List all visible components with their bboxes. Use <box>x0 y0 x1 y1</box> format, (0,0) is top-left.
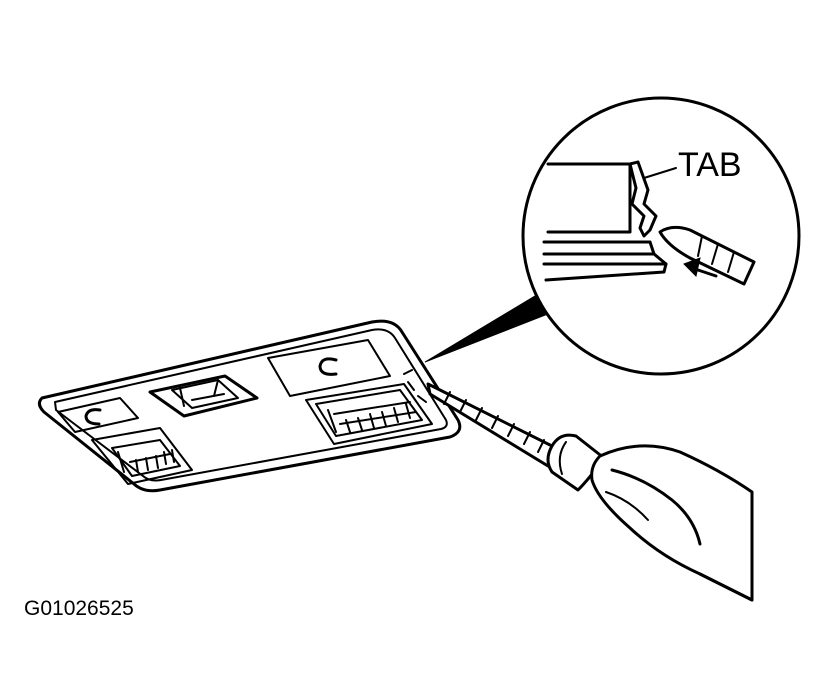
screwdriver-handle <box>590 444 754 602</box>
detail-tab-clip <box>628 160 658 238</box>
detail-panel-edge <box>542 162 668 282</box>
right-switch-block <box>305 383 433 445</box>
detail-screwdriver-tip <box>658 225 756 286</box>
magnifier-detail: TAB <box>521 96 801 376</box>
panel-tab-marks <box>403 369 427 403</box>
left-lamp-lens <box>57 397 139 433</box>
screwdriver <box>426 382 754 602</box>
left-switch-block <box>91 427 193 485</box>
tab-leader-line <box>643 167 677 179</box>
magnifier-leader-wedge <box>424 289 554 363</box>
center-holder <box>148 374 259 418</box>
console-panel <box>37 319 462 493</box>
push-arrow <box>683 257 718 278</box>
console-panel-outline <box>37 319 462 493</box>
right-lamp-lens <box>267 339 391 397</box>
figure-id: G01026525 <box>24 597 134 620</box>
tab-label: TAB <box>678 146 742 184</box>
